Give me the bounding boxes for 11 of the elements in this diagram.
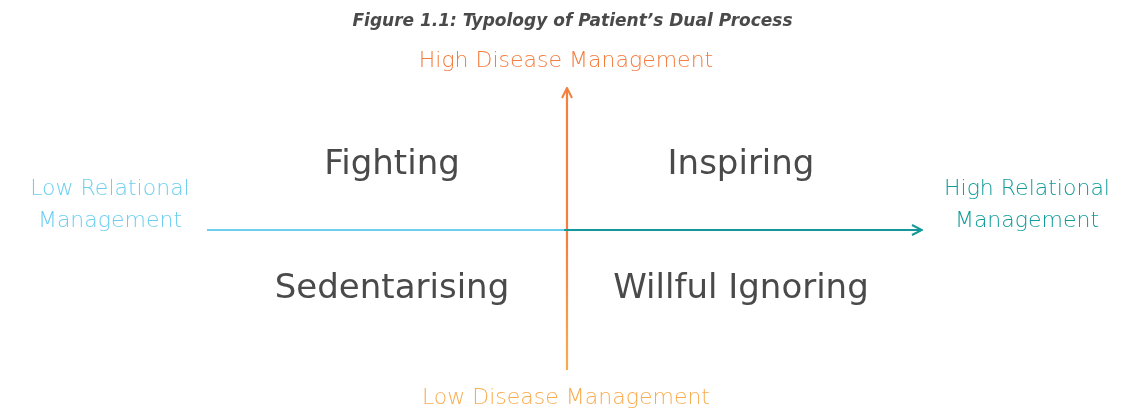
axis-arrow <box>561 87 573 370</box>
axis-arrow <box>207 224 923 236</box>
quadrant-label: Sedentarising <box>274 266 510 306</box>
axis-label: High Disease Management <box>418 46 714 74</box>
figure-title: Figure 1.1: Typology of Patient’s Dual Process <box>351 10 794 30</box>
quadrant-label: Inspiring <box>667 142 815 182</box>
axis-label: Low Relational Management <box>29 174 191 234</box>
quadrant-label: Willful Ignoring <box>613 266 869 306</box>
quadrant-label: Fighting <box>324 142 460 182</box>
axis-label: High Relational Management <box>943 174 1111 234</box>
axis-label: Low Disease Management <box>422 383 710 411</box>
